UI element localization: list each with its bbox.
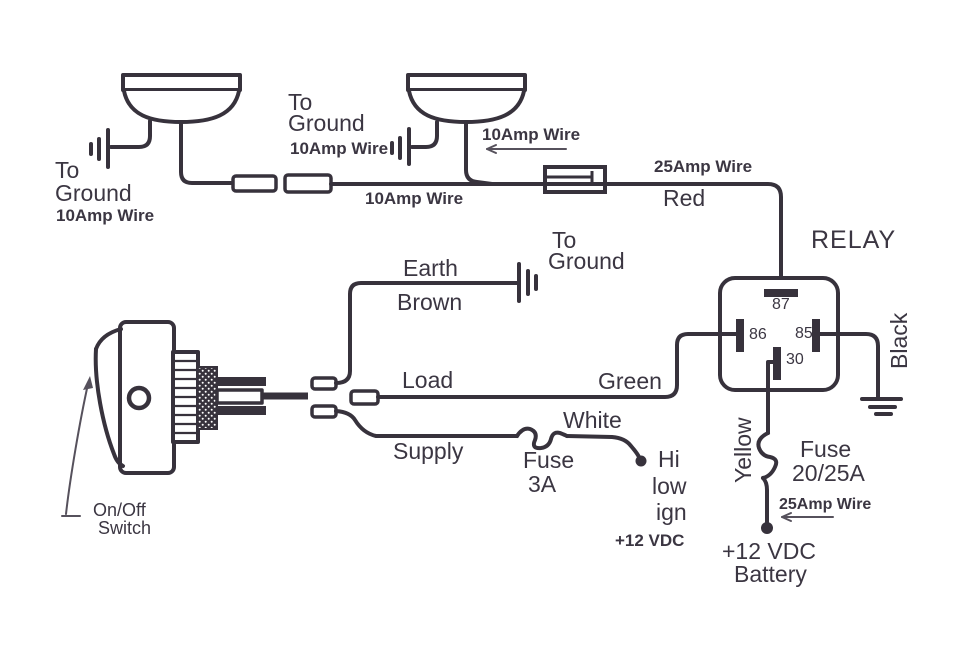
relay-feed-color-label: Red — [663, 185, 705, 211]
lamp-1-feed-wire — [179, 120, 235, 185]
lamp-1 — [121, 73, 242, 124]
lamp-2 — [406, 73, 527, 124]
switch-terminal-supply — [217, 406, 266, 415]
switch-rocker-tip — [94, 327, 123, 351]
earth-ground-label: Ground — [548, 248, 625, 274]
lamp-1-bowl — [122, 90, 241, 124]
relay-feed-wire-label: 25Amp Wire — [654, 157, 752, 176]
lamp-1-ground-wire-label: 10Amp Wire — [56, 206, 154, 225]
switch-name-line2: Switch — [98, 518, 151, 538]
switch-name-line1: On/Off — [93, 500, 147, 520]
supply-fuse-label-line2: 3A — [528, 471, 557, 497]
lamp-2-ground-to-label: To — [288, 89, 312, 115]
lamp-1-ground-label: Ground — [55, 180, 132, 206]
battery-wire-color-label: Yellow — [730, 417, 756, 483]
supply-wire-white-left — [334, 409, 519, 438]
relay-ground-color-label: Black — [886, 312, 912, 369]
earth-ground-to-label: To — [552, 227, 576, 253]
battery-fuse-label-line2: 20/25A — [792, 460, 866, 486]
switch-collar-threads — [173, 359, 198, 435]
earth-wire-brown — [334, 281, 519, 385]
relay-pin-87-label: 87 — [772, 296, 790, 313]
lamp-2-ground-label: Ground — [288, 110, 365, 136]
ignition-label-line3: ign — [656, 499, 687, 525]
relay-pin-30-terminal — [773, 347, 781, 380]
lamp-1-ground-wire — [109, 119, 152, 149]
load-wire-green — [376, 332, 740, 399]
switch-terminal-earth — [217, 377, 266, 386]
earth-ground-symbol — [517, 262, 538, 303]
battery-voltage-label: +12 VDC — [722, 538, 816, 564]
supply-color-label: White — [563, 407, 622, 433]
relay-ground-wire-black — [816, 332, 880, 400]
switch-knurled-nut — [196, 366, 218, 430]
ignition-label-line1: Hi — [658, 446, 680, 472]
supply-fuse-squiggle — [515, 426, 569, 451]
lamp-2-ground-wire — [410, 120, 439, 149]
relay-ground-symbol — [860, 397, 903, 416]
supply-label: Supply — [393, 438, 464, 464]
battery-wire-arrow — [781, 512, 834, 522]
earth-color-label: Brown — [397, 289, 462, 315]
relay-title: RELAY — [811, 226, 896, 254]
battery-wire-yellow-lower — [761, 476, 769, 524]
lamp-2-feed-wire — [464, 120, 494, 186]
switch-indicator-dot — [126, 385, 152, 411]
switch-terminal-load — [215, 388, 264, 405]
relay-pin-86-terminal — [736, 319, 744, 352]
supply-bullet-connector — [310, 404, 338, 419]
earth-label: Earth — [403, 255, 458, 281]
relay-pin-85-label: 85 — [795, 325, 813, 342]
earth-bullet-connector — [310, 376, 338, 391]
bullet-connector-male — [283, 173, 333, 194]
lamp-2-lens-flange — [406, 73, 527, 92]
lamp-2-ground-symbol — [390, 127, 411, 166]
lamp-2-bowl — [407, 90, 526, 124]
load-color-label: Green — [598, 368, 662, 394]
lamp-2-feed-wire-label: 10Amp Wire — [482, 125, 580, 144]
battery-wire-yellow-upper — [766, 360, 777, 435]
relay-pin-86-label: 86 — [749, 326, 767, 343]
ignition-label-line2: low — [652, 473, 687, 499]
lamp-1-ground-to-label: To — [55, 157, 79, 183]
ignition-terminal-dot — [635, 455, 647, 467]
battery-terminal-dot — [761, 522, 773, 534]
on-off-switch — [93, 320, 308, 475]
relay-feed-wire-red — [329, 182, 783, 292]
lamp-1-ground-symbol — [89, 128, 110, 169]
main-feed-wire-label: 10Amp Wire — [365, 189, 463, 208]
supply-wire-white-right — [565, 434, 641, 459]
battery-wire-label: 25Amp Wire — [779, 496, 871, 513]
supply-fuse-label-line1: Fuse — [523, 447, 574, 473]
lamp-1-lens-flange — [121, 73, 242, 92]
battery-fuse-squiggle — [756, 431, 779, 480]
switch-pointer-arrow — [61, 376, 93, 517]
relay-pin-85-terminal — [812, 319, 820, 352]
relay-pin-87-terminal — [764, 289, 798, 297]
battery-fuse-label-line1: Fuse — [800, 436, 851, 462]
inline-fuse-holder — [543, 165, 607, 194]
lamp-2-ground-wire-label: 10Amp Wire — [290, 139, 388, 158]
switch-rocker — [93, 347, 125, 468]
load-label: Load — [402, 367, 453, 393]
bullet-connector-female — [231, 174, 278, 193]
relay-pin-30-label: 30 — [786, 351, 804, 368]
load-bullet-connector — [349, 389, 380, 406]
ignition-voltage-label: +12 VDC — [615, 531, 684, 550]
lamp2-feed-arrow — [486, 144, 567, 154]
battery-label: Battery — [734, 561, 807, 587]
